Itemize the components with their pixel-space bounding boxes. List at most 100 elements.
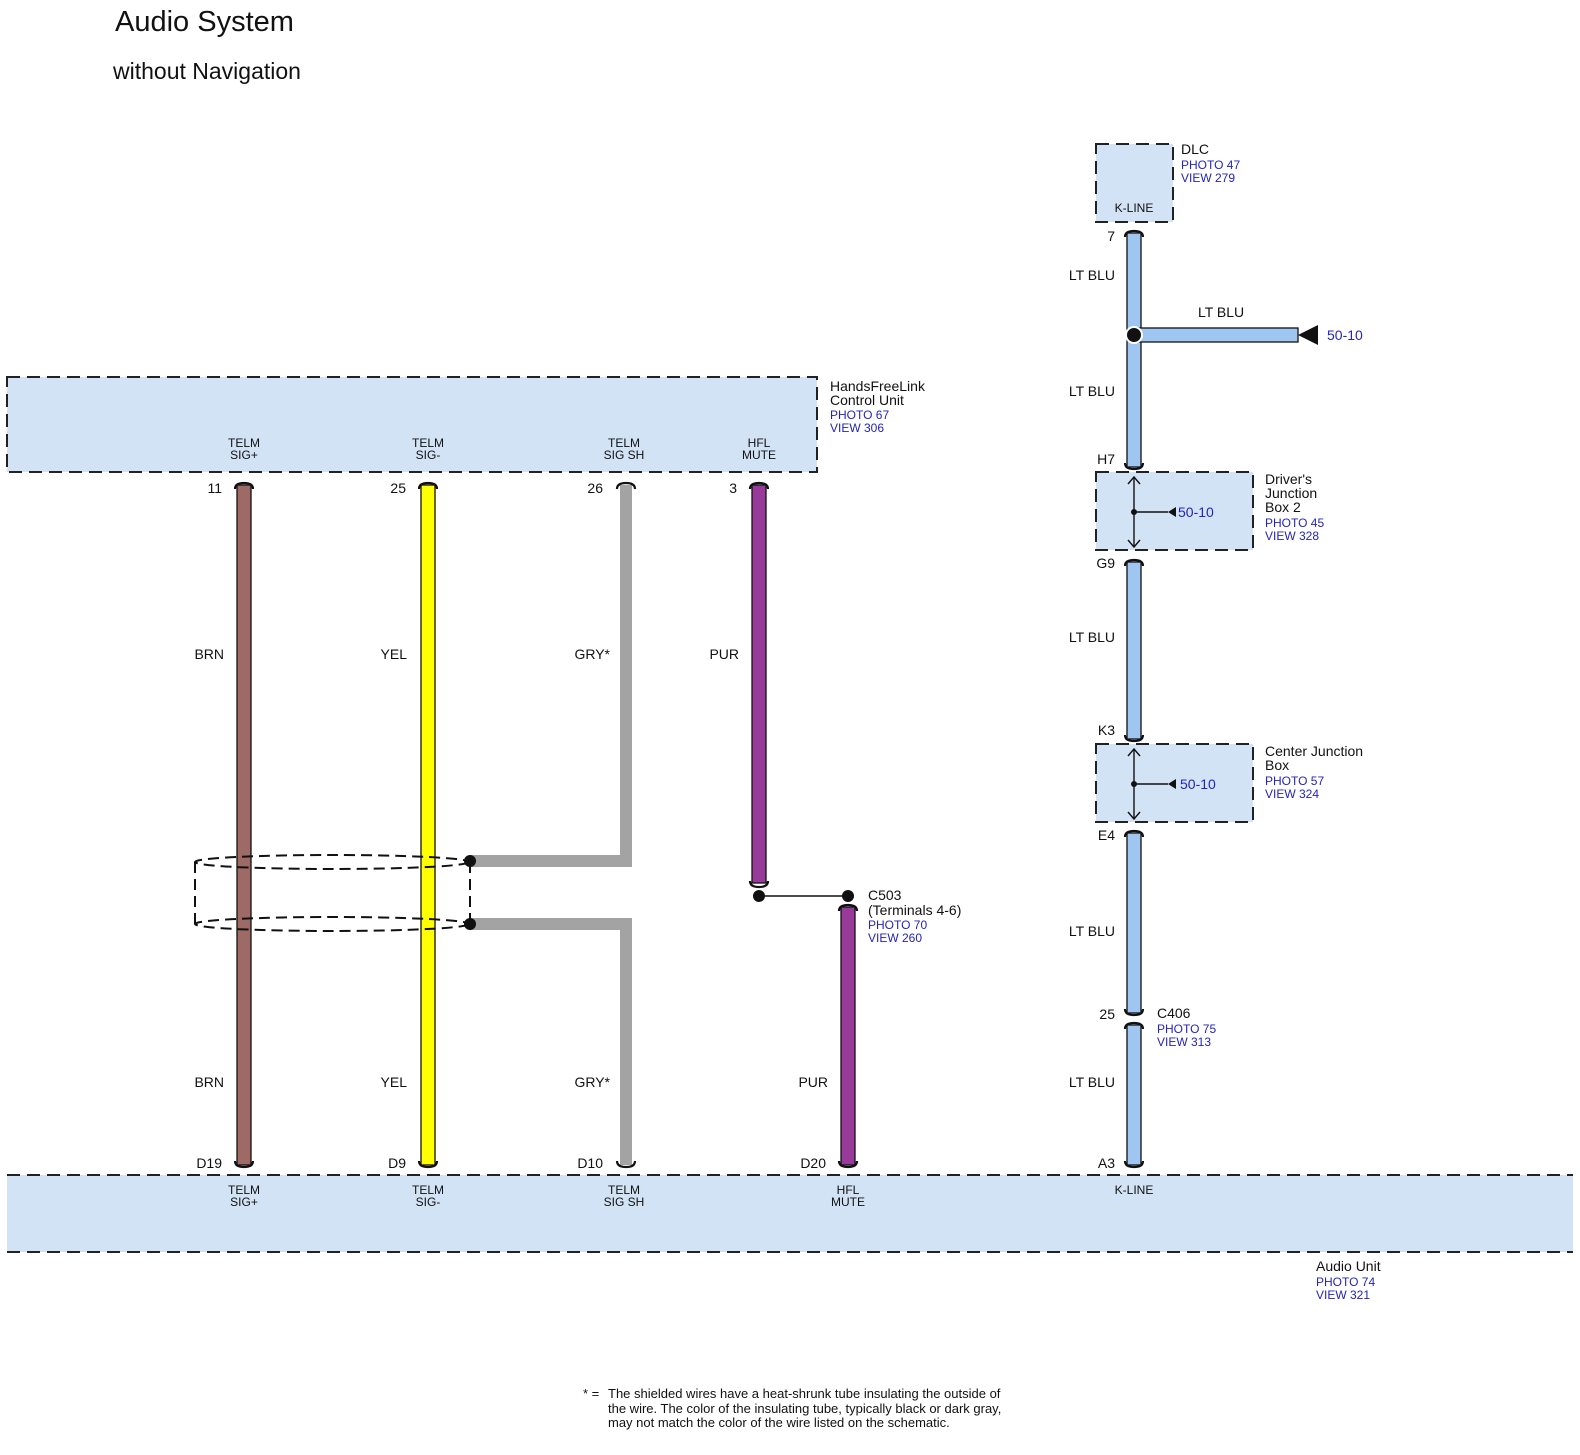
c503-node-left — [753, 890, 765, 902]
footnote: * = The shielded wires have a heat-shrun… — [583, 1386, 1003, 1431]
djb2-arrow-icon — [1168, 507, 1176, 517]
shield-node-upper — [464, 855, 476, 867]
cjb-node — [1131, 781, 1137, 787]
pin-bottom-2: D9 — [388, 1155, 406, 1171]
c503-view-link[interactable]: VIEW 260 — [868, 931, 922, 945]
cjb-arrow-icon — [1168, 779, 1176, 789]
pin-bottom-1: D19 — [196, 1155, 222, 1171]
hfl-unit-name-1: HandsFreeLink — [830, 378, 926, 394]
terminal-top-3-line2: SIG SH — [604, 448, 645, 462]
dlc-photo-link[interactable]: PHOTO 47 — [1181, 158, 1240, 172]
terminal-top-4-line1: HFL — [748, 436, 771, 450]
dlc-name: DLC — [1181, 141, 1209, 157]
pin-bottom-kline: A3 — [1098, 1155, 1115, 1171]
page-title: Audio System — [115, 6, 294, 38]
wire-gry-lower — [470, 918, 632, 1165]
djb2-view-link[interactable]: VIEW 328 — [1265, 529, 1319, 543]
wire-color-label-gry-top: GRY* — [574, 646, 610, 662]
terminal-top-2-line1: TELM — [412, 436, 444, 450]
audio-unit-photo-link[interactable]: PHOTO 74 — [1316, 1275, 1375, 1289]
cjb-view-link[interactable]: VIEW 324 — [1265, 787, 1319, 801]
c406-view-link[interactable]: VIEW 313 — [1157, 1035, 1211, 1049]
wire-pur-lower — [840, 906, 856, 1166]
djb2-node — [1131, 509, 1137, 515]
c503-name: C503 — [868, 887, 902, 903]
splice-arrow-icon — [1298, 325, 1318, 345]
wire-color-label-pur-top: PUR — [709, 646, 739, 662]
djb2-photo-link[interactable]: PHOTO 45 — [1265, 516, 1324, 530]
djb2-name-3: Box 2 — [1265, 499, 1301, 515]
djb2-name-2: Junction — [1265, 485, 1317, 501]
terminal-top-1-line2: SIG+ — [230, 448, 258, 462]
terminal-top-1-line1: TELM — [228, 436, 260, 450]
dlc-terminal: K-LINE — [1115, 201, 1154, 215]
terminal-bottom-4-line1: HFL — [837, 1183, 860, 1197]
hfl-unit-view-link[interactable]: VIEW 306 — [830, 421, 884, 435]
c503-node-right — [842, 890, 854, 902]
wire-color-label-yel-top: YEL — [381, 646, 408, 662]
wire-yel — [420, 484, 436, 1166]
terminal-bottom-kline: K-LINE — [1115, 1183, 1154, 1197]
terminal-bottom-3-line1: TELM — [608, 1183, 640, 1197]
footnote-text: The shielded wires have a heat-shrunk tu… — [608, 1386, 1002, 1430]
splice-ref-link[interactable]: 50-10 — [1327, 327, 1363, 343]
terminal-bottom-2-line1: TELM — [412, 1183, 444, 1197]
terminal-top-3-line1: TELM — [608, 436, 640, 450]
c503-terminals: (Terminals 4-6) — [868, 902, 961, 918]
dlc-view-link[interactable]: VIEW 279 — [1181, 171, 1235, 185]
kline-color-seg4: LT BLU — [1069, 923, 1115, 939]
kline-color-seg3: LT BLU — [1069, 629, 1115, 645]
hfl-control-unit-box — [6, 376, 818, 473]
djb2-pin-bottom: G9 — [1096, 555, 1115, 571]
wire-ltblu-1 — [1126, 232, 1142, 468]
splice-node — [1125, 326, 1143, 344]
audio-unit-view-link[interactable]: VIEW 321 — [1316, 1288, 1370, 1302]
wire-color-label-brn-bottom: BRN — [194, 1074, 224, 1090]
kline-color-seg5: LT BLU — [1069, 1074, 1115, 1090]
shield-node-lower — [464, 918, 476, 930]
cjb-photo-link[interactable]: PHOTO 57 — [1265, 774, 1324, 788]
kline-color-seg2: LT BLU — [1069, 383, 1115, 399]
wire-pur-upper — [751, 484, 767, 884]
c406-name: C406 — [1157, 1005, 1191, 1021]
terminal-top-4-line2: MUTE — [742, 448, 776, 462]
terminal-bottom-2-line2: SIG- — [416, 1195, 441, 1209]
wire-gry-upper — [470, 485, 632, 867]
hfl-unit-name-2: Control Unit — [830, 392, 904, 408]
wire-color-label-gry-bottom: GRY* — [574, 1074, 610, 1090]
djb2-name-1: Driver's — [1265, 471, 1312, 487]
cjb-pin-bottom: E4 — [1098, 827, 1115, 843]
cjb-name-2: Box — [1265, 757, 1289, 773]
terminal-bottom-1-line2: SIG+ — [230, 1195, 258, 1209]
wire-color-label-yel-bottom: YEL — [381, 1074, 408, 1090]
c406-photo-link[interactable]: PHOTO 75 — [1157, 1022, 1216, 1036]
wire-brn — [236, 484, 252, 1166]
page-subtitle: without Navigation — [113, 58, 301, 84]
dlc-box — [1095, 143, 1174, 223]
pin-top-1: 11 — [207, 480, 222, 496]
pin-top-3: 26 — [587, 480, 603, 496]
cjb-ref-link[interactable]: 50-10 — [1180, 776, 1216, 792]
pin-top-4: 3 — [729, 480, 737, 496]
wire-color-label-brn-top: BRN — [194, 646, 224, 662]
audio-unit-name: Audio Unit — [1316, 1258, 1381, 1274]
hfl-unit-photo-link[interactable]: PHOTO 67 — [830, 408, 889, 422]
terminal-bottom-1-line1: TELM — [228, 1183, 260, 1197]
pin-caps — [233, 229, 1145, 1169]
wire-ltblu-splice-branch — [1133, 327, 1299, 343]
wire-ltblu-3 — [1126, 832, 1142, 1014]
terminal-top-2-line2: SIG- — [416, 448, 441, 462]
footnote-mark: * = — [583, 1386, 600, 1401]
djb2-ref-link[interactable]: 50-10 — [1178, 504, 1214, 520]
c406-pin: 25 — [1099, 1006, 1115, 1022]
pin-bottom-4: D20 — [800, 1155, 826, 1171]
pin-top-2: 25 — [390, 480, 406, 496]
kline-color-seg1: LT BLU — [1069, 267, 1115, 283]
cjb-name-1: Center Junction — [1265, 743, 1363, 759]
c503-photo-link[interactable]: PHOTO 70 — [868, 918, 927, 932]
terminal-bottom-3-line2: SIG SH — [604, 1195, 645, 1209]
cjb-pin-top: K3 — [1098, 722, 1115, 738]
wire-ltblu-4 — [1126, 1024, 1142, 1166]
